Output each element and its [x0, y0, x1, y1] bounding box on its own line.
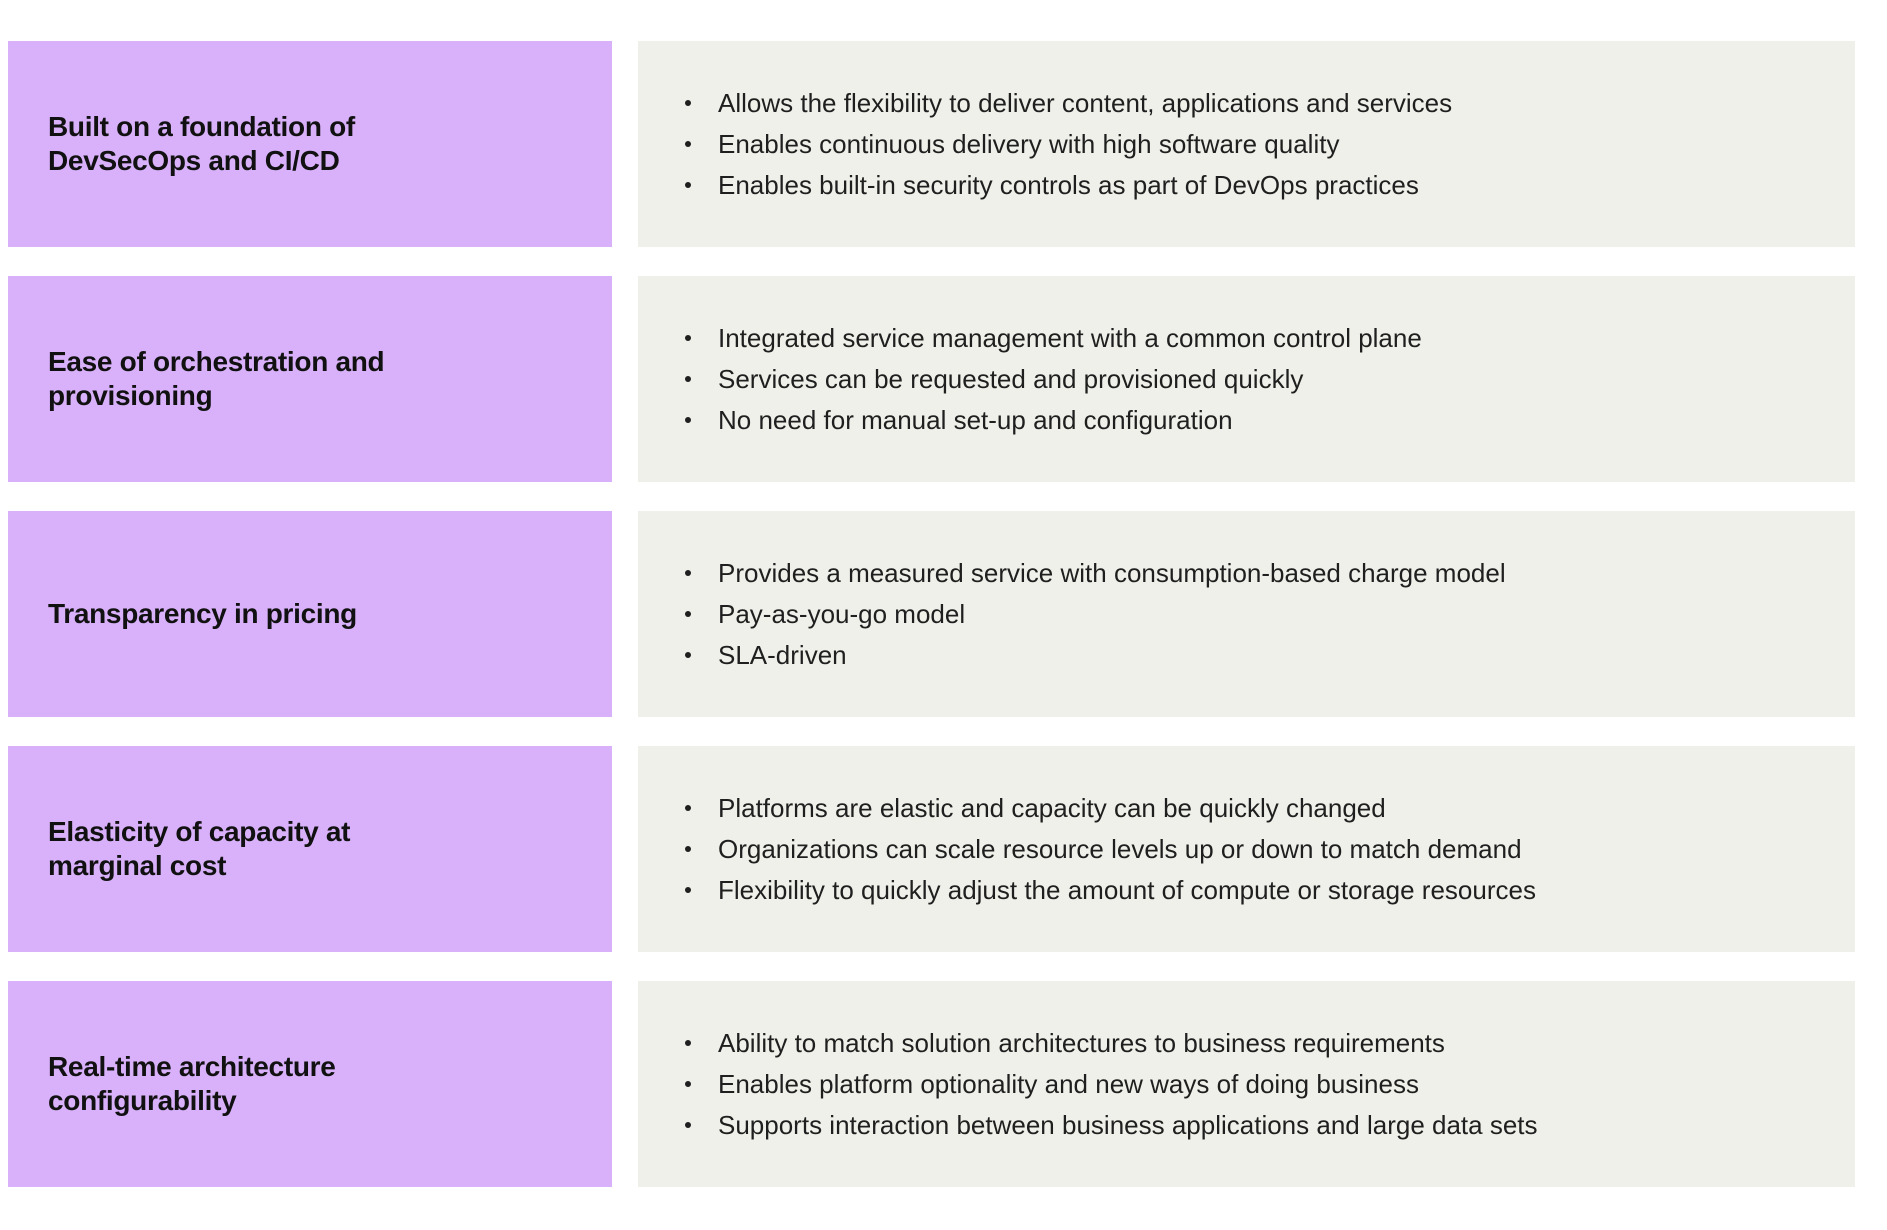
bullet-item: Enables platform optionality and new way…	[718, 1068, 1835, 1101]
feature-bullets-box: Ability to match solution architectures …	[638, 981, 1855, 1187]
feature-label: Elasticity of capacity at marginal cost	[48, 816, 351, 881]
feature-label-box: Ease of orchestration and provisioning	[8, 276, 612, 482]
feature-bullets-box: Provides a measured service with consump…	[638, 511, 1855, 717]
bullet-item: Integrated service management with a com…	[718, 322, 1835, 355]
feature-row: Transparency in pricing Provides a measu…	[8, 511, 1855, 717]
feature-row: Built on a foundation of DevSecOps and C…	[8, 41, 1855, 247]
bullet-item: Allows the flexibility to deliver conten…	[718, 87, 1835, 120]
feature-label-box: Real-time architecture configurability	[8, 981, 612, 1187]
bullet-list: Integrated service management with a com…	[638, 314, 1855, 445]
feature-label-box: Transparency in pricing	[8, 511, 612, 717]
bullet-item: SLA-driven	[718, 639, 1835, 672]
feature-bullets-box: Platforms are elastic and capacity can b…	[638, 746, 1855, 952]
bullet-item: Enables built-in security controls as pa…	[718, 169, 1835, 202]
feature-row: Real-time architecture configurability A…	[8, 981, 1855, 1187]
bullet-item: Services can be requested and provisione…	[718, 363, 1835, 396]
bullet-list: Provides a measured service with consump…	[638, 549, 1855, 680]
feature-label: Real-time architecture configurability	[48, 1051, 336, 1116]
bullet-item: Organizations can scale resource levels …	[718, 833, 1835, 866]
bullet-list: Allows the flexibility to deliver conten…	[638, 79, 1855, 210]
feature-row: Ease of orchestration and provisioning I…	[8, 276, 1855, 482]
feature-row: Elasticity of capacity at marginal cost …	[8, 746, 1855, 952]
feature-label: Transparency in pricing	[48, 598, 357, 629]
bullet-item: Provides a measured service with consump…	[718, 557, 1835, 590]
feature-label: Ease of orchestration and provisioning	[48, 346, 385, 411]
bullet-item: Flexibility to quickly adjust the amount…	[718, 874, 1835, 907]
bullet-item: Platforms are elastic and capacity can b…	[718, 792, 1835, 825]
bullet-item: Pay-as-you-go model	[718, 598, 1835, 631]
bullet-item: Supports interaction between business ap…	[718, 1109, 1835, 1142]
feature-bullets-box: Allows the flexibility to deliver conten…	[638, 41, 1855, 247]
feature-label-box: Built on a foundation of DevSecOps and C…	[8, 41, 612, 247]
feature-rows: Built on a foundation of DevSecOps and C…	[8, 41, 1855, 1187]
feature-label-box: Elasticity of capacity at marginal cost	[8, 746, 612, 952]
bullet-item: Ability to match solution architectures …	[718, 1027, 1835, 1060]
bullet-list: Ability to match solution architectures …	[638, 1019, 1855, 1150]
bullet-list: Platforms are elastic and capacity can b…	[638, 784, 1855, 915]
bullet-item: No need for manual set-up and configurat…	[718, 404, 1835, 437]
bullet-item: Enables continuous delivery with high so…	[718, 128, 1835, 161]
feature-label: Built on a foundation of DevSecOps and C…	[48, 111, 355, 176]
feature-bullets-box: Integrated service management with a com…	[638, 276, 1855, 482]
